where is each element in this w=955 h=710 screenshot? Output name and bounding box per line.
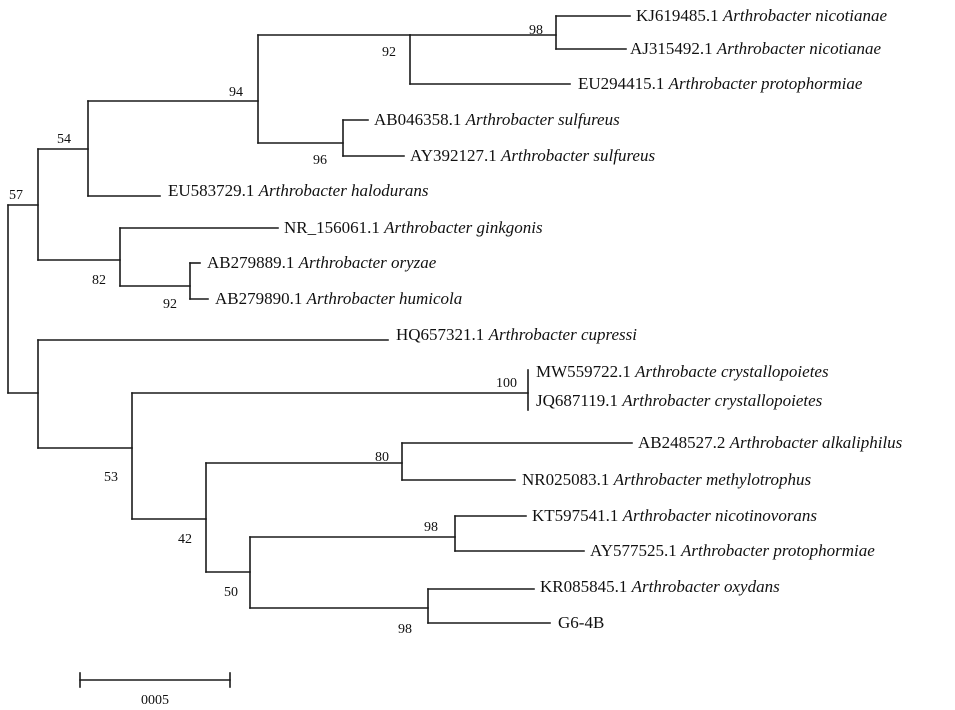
bootstrap-value: 42 xyxy=(178,532,192,547)
bootstrap-value: 98 xyxy=(424,520,438,535)
leaf-label: AB279889.1 Arthrobacter oryzae xyxy=(207,253,437,272)
leaf-label: KR085845.1 Arthrobacter oxydans xyxy=(540,577,780,596)
leaf-label: AB279890.1 Arthrobacter humicola xyxy=(215,289,462,308)
leaf-label: JQ687119.1 Arthrobacter crystallopoietes xyxy=(536,391,823,410)
tree-branches xyxy=(7,15,633,624)
bootstrap-value: 57 xyxy=(9,188,23,203)
leaf-label: AJ315492.1 Arthrobacter nicotianae xyxy=(630,39,882,58)
bootstrap-value: 53 xyxy=(104,470,118,485)
bootstrap-values: 98 92 94 96 54 57 82 92 100 80 53 98 42 … xyxy=(9,23,543,637)
bootstrap-value: 54 xyxy=(57,132,71,147)
leaf-label: AB248527.2 Arthrobacter alkaliphilus xyxy=(638,433,903,452)
bootstrap-value: 98 xyxy=(398,622,412,637)
bootstrap-value: 92 xyxy=(163,297,177,312)
bootstrap-value: 98 xyxy=(529,23,543,38)
leaf-label: G6-4B xyxy=(558,613,604,632)
leaf-label: KT597541.1 Arthrobacter nicotinovorans xyxy=(532,506,817,525)
scale-bar-label: 0005 xyxy=(141,693,169,708)
leaf-label: EU583729.1 Arthrobacter halodurans xyxy=(168,181,429,200)
leaf-label: AY392127.1 Arthrobacter sulfureus xyxy=(410,146,655,165)
leaf-label: MW559722.1 Arthrobacte crystallopoietes xyxy=(536,362,829,381)
leaf-label: NR025083.1 Arthrobacter methylotrophus xyxy=(522,470,812,489)
leaf-label: EU294415.1 Arthrobacter protophormiae xyxy=(578,74,863,93)
bootstrap-value: 82 xyxy=(92,273,106,288)
bootstrap-value: 100 xyxy=(496,376,517,391)
leaf-label: KJ619485.1 Arthrobacter nicotianae xyxy=(636,6,888,25)
leaf-label: AB046358.1 Arthrobacter sulfureus xyxy=(374,110,620,129)
leaf-label: AY577525.1 Arthrobacter protophormiae xyxy=(590,541,875,560)
bootstrap-value: 94 xyxy=(229,85,243,100)
bootstrap-value: 50 xyxy=(224,585,238,600)
leaf-label: NR_156061.1 Arthrobacter ginkgonis xyxy=(284,218,543,237)
bootstrap-value: 80 xyxy=(375,450,389,465)
leaf-labels: KJ619485.1 Arthrobacter nicotianae AJ315… xyxy=(168,6,903,632)
scale-bar: 0005 xyxy=(79,672,231,708)
leaf-label: HQ657321.1 Arthrobacter cupressi xyxy=(396,325,637,344)
bootstrap-value: 96 xyxy=(313,153,327,168)
bootstrap-value: 92 xyxy=(382,45,396,60)
